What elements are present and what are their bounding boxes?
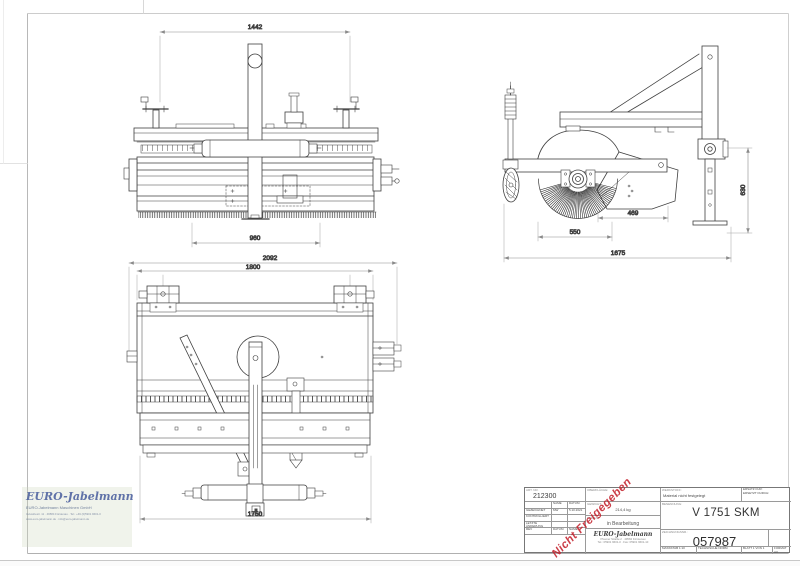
art-nr-value: 212300 xyxy=(533,492,557,500)
tb-logo-address2: Tel.: 05901 9601-0 · Fax: 05901 9601-10 xyxy=(597,540,649,545)
support-leg xyxy=(704,158,716,223)
dim-label-1750: 1750 xyxy=(248,511,263,518)
art-nr-cell: ART. NR. 212300 xyxy=(525,488,586,502)
mast xyxy=(247,43,263,219)
row-gezeichnet-date: 5.10.2021 xyxy=(568,508,586,515)
watermark-logo: EURO-Jabelmann EURO-Jabelmann Maschinen … xyxy=(22,487,134,547)
status-cell: STATUS: in Bearbeitung xyxy=(586,516,661,529)
benennung-cell: BENENNUNG: V 1751 SKM xyxy=(661,502,791,530)
benennung-label: BENENNUNG: xyxy=(662,502,683,506)
format-cell: FORMAT A3 xyxy=(774,547,787,554)
drawing-number: 057987 xyxy=(692,533,737,547)
oberflaeche-cell: OBERFLÄCHE: xyxy=(586,488,661,502)
ersatz-line1: ERSATZ FÜR: xyxy=(743,488,763,491)
front-view: 1442 xyxy=(123,24,400,248)
zeichnungsnr-cell: ZEICHNUNGSNR.: 057987 xyxy=(661,530,769,547)
top-hitch xyxy=(372,341,402,372)
dim-side xyxy=(503,147,753,263)
row-kontrolliert-name xyxy=(552,515,568,522)
central-beam xyxy=(248,341,263,488)
column xyxy=(701,45,719,147)
dim-label-960: 960 xyxy=(250,235,261,242)
row-rev-name: NAME xyxy=(568,528,586,535)
gewicht-value: 214,4 kg xyxy=(615,506,631,512)
zeichnungsnr-side-cell xyxy=(769,530,791,547)
blatt-cell: BLATT 1 VON 1 xyxy=(742,547,773,554)
ersatz-line2: ERSETZT DURCH: xyxy=(743,490,770,495)
col-date-header: DATUM xyxy=(568,502,586,509)
row-kontrolliert-date xyxy=(568,515,586,522)
side-view: 469 550 1675 630 xyxy=(502,45,753,263)
front-left-post xyxy=(140,96,169,129)
tb-logo-address1: Pfauner Straße 2 · 49584 Fürstenau xyxy=(600,537,646,541)
title-block: ART. NR. 212300 NAME DATUM GEZEICHNET MW… xyxy=(524,487,791,554)
row-gezeichnet-label: GEZEICHNET xyxy=(525,508,552,515)
gewicht-label: GEWICHT: xyxy=(587,502,602,506)
dim-label-469: 469 xyxy=(628,210,639,217)
watermark-address2: www.euro-jabelmann.de · info@euro-jabelm… xyxy=(26,517,90,521)
werkstoff-cell: WERKSTOFF: Material nicht festgelegt xyxy=(661,488,742,502)
brush-bristles xyxy=(539,181,617,219)
werkstoff-label: WERKSTOFF: xyxy=(662,488,682,492)
status-value: in Bearbeitung xyxy=(606,520,640,527)
ersatz-cell: ERSATZ FÜR: ERSETZT DURCH: xyxy=(742,488,791,502)
top-fitting-left xyxy=(138,285,180,313)
dim-front-top xyxy=(159,30,351,103)
watermark-address1: Industriestr. 11 · 49584 Fürstenau · Tel… xyxy=(26,511,101,516)
dim-label-1675: 1675 xyxy=(611,250,626,257)
dim-label-550: 550 xyxy=(570,229,581,236)
hydraulic-cylinder xyxy=(201,139,310,158)
support-arm xyxy=(559,111,704,128)
tb-logo-cell: EURO-Jabelmann Pfauner Straße 2 · 49584 … xyxy=(586,529,661,554)
row-aenderung-name xyxy=(552,521,568,528)
oberflaeche-label: OBERFLÄCHE: xyxy=(587,488,609,492)
werkstoff-value: Material nicht festgelegt xyxy=(663,492,706,498)
front-right-post xyxy=(333,96,360,129)
art-nr-label: ART. NR. xyxy=(526,488,539,492)
watermark-brand: EURO-Jabelmann xyxy=(26,490,134,503)
title-block-logo: EURO-Jabelmann xyxy=(593,531,653,538)
status-label: STATUS: xyxy=(587,516,600,520)
norm-cell: TECHNISCHE NORM xyxy=(697,547,742,554)
row-aenderung-date xyxy=(568,521,586,528)
dim-top-widths xyxy=(128,261,398,353)
row-gezeichnet-name: MW xyxy=(552,508,568,515)
caster-assembly xyxy=(502,81,520,203)
row-kontrolliert-label: KONTROLLIERT xyxy=(525,515,552,522)
model-designation: V 1751 SKM xyxy=(692,506,760,519)
dim-front-bottom xyxy=(191,222,321,248)
dim-top-lower xyxy=(139,455,372,524)
table-empty xyxy=(525,534,586,554)
top-fitting-right xyxy=(333,285,375,313)
foot-plate xyxy=(692,220,728,226)
dim-label-630: 630 xyxy=(740,184,747,195)
row-aenderung-label: LETZTE ÄNDERUNG xyxy=(525,521,552,528)
row-rev-datum: DATUM xyxy=(552,528,568,535)
zeichnungsnr-label: ZEICHNUNGSNR.: xyxy=(662,530,688,534)
dim-label-1800: 1800 xyxy=(246,264,261,271)
dim-label-1442: 1442 xyxy=(248,24,263,31)
table-corner xyxy=(525,502,552,509)
col-name-header: NAME xyxy=(552,502,568,509)
top-view: 2092 1800 xyxy=(126,255,402,524)
dim-label-2092: 2092 xyxy=(263,255,278,262)
massstab-cell: MASSSTAB 1:10 xyxy=(661,547,697,554)
gewicht-cell: GEWICHT: 214,4 kg xyxy=(586,502,661,516)
row-rev-label: REV xyxy=(525,528,552,535)
watermark-company: EURO-Jabelmann Maschinen GmbH xyxy=(26,505,92,510)
